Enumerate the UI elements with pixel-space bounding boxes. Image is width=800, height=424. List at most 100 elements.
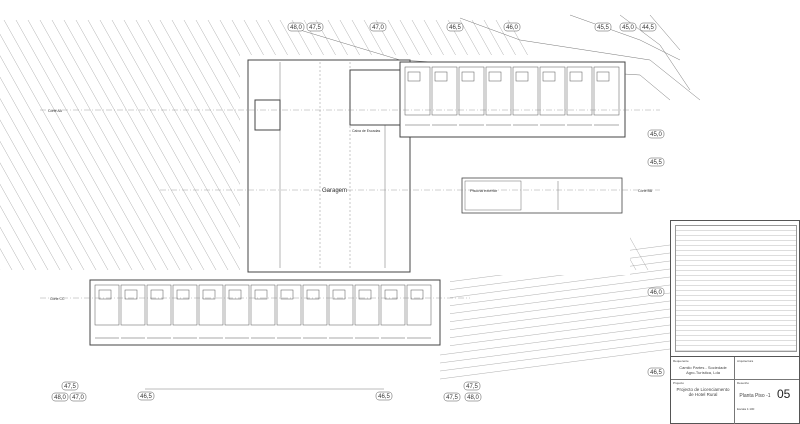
guest-room xyxy=(512,66,539,116)
hatch-line xyxy=(27,19,169,271)
guest-room xyxy=(539,66,566,116)
title-block: Requerente Camilo Partes - Sociedade Agr… xyxy=(670,220,800,424)
hatch-line xyxy=(87,19,229,271)
level-marker: 48,0 xyxy=(464,392,482,402)
section-label: Corte AA xyxy=(48,109,63,113)
hatch-line xyxy=(0,162,61,271)
level-marker-frame xyxy=(639,22,657,32)
level-marker-frame xyxy=(306,22,324,32)
guest-room xyxy=(431,66,458,116)
bed xyxy=(434,71,448,82)
guest-room xyxy=(250,284,276,326)
level-marker-frame xyxy=(503,22,521,32)
bed xyxy=(306,289,320,300)
bed xyxy=(358,289,372,300)
guest-room xyxy=(120,284,146,326)
level-marker: 47,0 xyxy=(69,392,87,402)
hatch-line xyxy=(3,19,145,271)
level-marker-frame xyxy=(594,22,612,32)
level-marker: 46,5 xyxy=(137,391,155,401)
bed xyxy=(596,71,610,82)
hatch-line xyxy=(439,276,671,308)
south-building xyxy=(89,279,441,346)
level-marker-frame xyxy=(369,22,387,32)
guest-room xyxy=(224,284,250,326)
level-marker-frame xyxy=(287,22,305,32)
level-label: 46,0 xyxy=(506,25,518,31)
level-label: 45,5 xyxy=(597,25,609,31)
hatch-line xyxy=(0,76,109,271)
axis-lines xyxy=(40,109,660,299)
level-label: 45,5 xyxy=(650,160,662,166)
level-label: 47,0 xyxy=(372,25,384,31)
hatch-line xyxy=(439,316,671,348)
level-marker-frame xyxy=(61,381,79,391)
guest-room xyxy=(380,284,406,326)
level-label: 48,0 xyxy=(54,395,66,401)
hatch-line xyxy=(439,308,671,340)
level-label: 46,5 xyxy=(449,25,461,31)
hatch-line xyxy=(439,284,671,316)
hatch-line xyxy=(99,19,241,271)
hatch-line xyxy=(63,19,205,271)
drawing-heading: Desenho xyxy=(737,381,750,385)
hatch-line xyxy=(439,332,671,364)
level-marker: 45,5 xyxy=(647,157,665,167)
bed xyxy=(384,289,398,300)
stair-core xyxy=(349,69,401,126)
level-marker-frame xyxy=(51,392,69,402)
level-marker-frame xyxy=(375,391,393,401)
guest-room xyxy=(354,284,380,326)
level-label: 46,5 xyxy=(378,394,390,400)
level-marker-frame xyxy=(463,381,481,391)
hatch-line xyxy=(439,324,671,356)
hatch-line xyxy=(439,348,671,380)
level-marker: 45,0 xyxy=(619,22,637,32)
level-marker-frame xyxy=(443,392,461,402)
divider xyxy=(734,357,735,424)
divider xyxy=(671,379,799,380)
hatch-line xyxy=(439,300,671,332)
level-marker-frame xyxy=(647,157,665,167)
guest-room xyxy=(406,284,432,326)
hatch-line xyxy=(0,226,25,271)
level-marker: 46,0 xyxy=(647,287,665,297)
guest-room xyxy=(485,66,512,116)
guest-room xyxy=(146,284,172,326)
bed xyxy=(332,289,346,300)
hatch-line xyxy=(15,19,157,271)
bed xyxy=(488,71,502,82)
north-building xyxy=(247,59,626,273)
guest-room xyxy=(566,66,593,116)
label-stairs: Caixa de Escadas xyxy=(352,129,380,133)
level-marker-frame xyxy=(69,392,87,402)
guest-room xyxy=(276,284,302,326)
hatch-line xyxy=(0,98,97,271)
drawing-title: Planta Piso -1 xyxy=(739,393,771,399)
bed xyxy=(515,71,529,82)
project-heading: Projecto xyxy=(673,381,685,385)
level-label: 46,0 xyxy=(650,290,662,296)
hatch-line xyxy=(0,33,133,271)
hatch-line xyxy=(51,19,193,271)
level-marker: 47,5 xyxy=(61,381,79,391)
bed xyxy=(410,289,424,300)
hatch-line xyxy=(0,205,37,271)
client-heading: Requerente xyxy=(673,359,689,363)
level-label: 46,5 xyxy=(650,370,662,376)
hatch-line xyxy=(111,19,253,271)
level-marker: 48,0 xyxy=(287,22,305,32)
east-wing xyxy=(399,61,626,138)
bed xyxy=(176,289,190,300)
sheet-number: 05 xyxy=(777,387,791,401)
project-name: Projecto de Licenciamento de Hotel Rural xyxy=(676,387,730,397)
bed xyxy=(124,289,138,300)
level-marker: 45,0 xyxy=(647,129,665,139)
hatch-line xyxy=(439,268,671,300)
level-marker: 46,5 xyxy=(375,391,393,401)
label-pool: Piscina exterior xyxy=(470,188,498,193)
bed xyxy=(254,289,268,300)
bed xyxy=(542,71,556,82)
